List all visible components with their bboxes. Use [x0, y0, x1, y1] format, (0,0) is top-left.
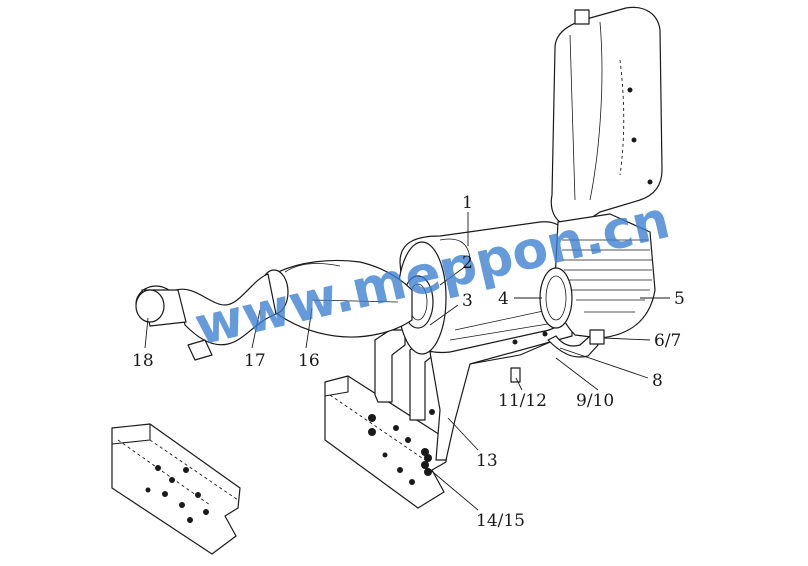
- curved-hose: [175, 273, 277, 346]
- bolt-11-12: [510, 367, 521, 383]
- label-2: 2: [462, 253, 473, 273]
- label-3: 3: [462, 291, 473, 311]
- label-17: 17: [244, 351, 266, 371]
- intake-housing: [550, 6, 663, 223]
- intake-pipe: [259, 259, 413, 338]
- label-1: 1: [462, 193, 473, 213]
- bolt-14-15: [424, 454, 432, 476]
- label-6-7: 6/7: [654, 331, 681, 351]
- label-16: 16: [298, 351, 320, 371]
- leader-lines: [144, 212, 670, 511]
- label-18: 18: [132, 351, 154, 371]
- inlet-end-18: [135, 285, 213, 361]
- small-pipe-8: [547, 329, 605, 358]
- label-9-10: 9/10: [576, 391, 614, 411]
- label-14-15: 14/15: [476, 511, 525, 531]
- frame-rail-left: [111, 423, 241, 555]
- label-4: 4: [498, 289, 509, 309]
- label-8: 8: [652, 371, 663, 391]
- label-11-12: 11/12: [498, 391, 547, 411]
- label-13: 13: [476, 451, 498, 471]
- label-5: 5: [674, 289, 685, 309]
